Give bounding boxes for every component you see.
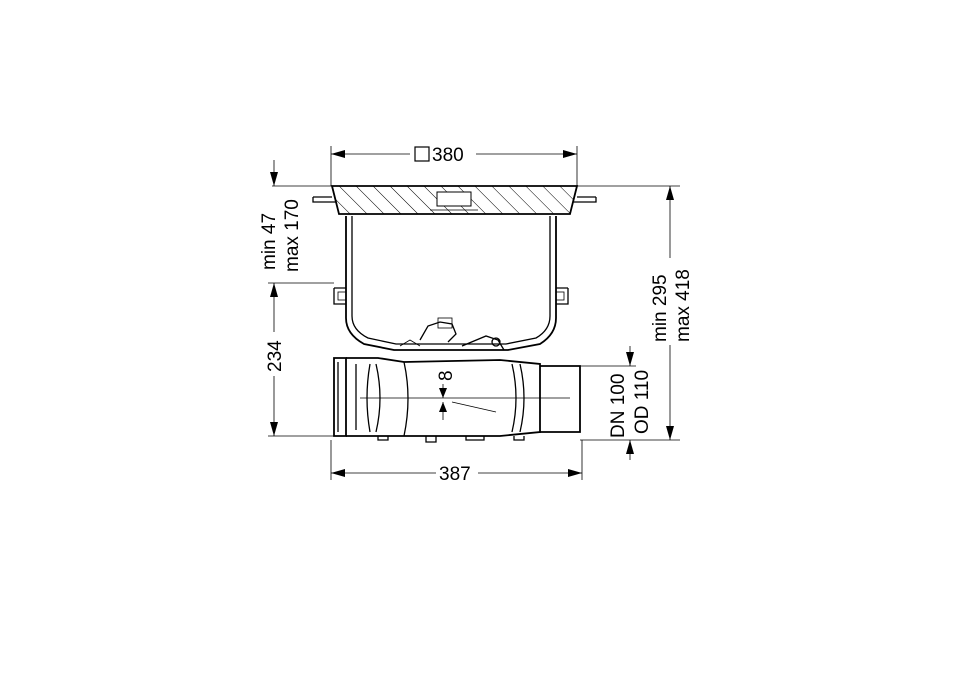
- dim-offset-label: 8: [436, 370, 457, 381]
- dim-left-upper-max: max 170: [282, 199, 303, 272]
- dim-left-upper-min: min 47: [259, 213, 280, 270]
- dim-offset: 8: [436, 370, 457, 420]
- dim-right-min: min 295: [650, 274, 671, 342]
- dim-right-max: max 418: [673, 269, 694, 342]
- dim-right-height: min 295 max 418: [577, 185, 694, 441]
- dim-left-lower: 234: [265, 282, 334, 437]
- pipe: [333, 357, 581, 443]
- dim-left-upper: min 47 max 170: [259, 160, 332, 272]
- drain-body: [312, 185, 597, 351]
- dim-bottom-width-label: 387: [439, 464, 471, 485]
- grate-center-outlet: [436, 191, 472, 207]
- dim-pipe-dn: DN 100: [608, 374, 629, 438]
- dim-top-width-label: 380: [432, 145, 464, 166]
- square-symbol: [414, 146, 430, 162]
- dim-pipe-od: OD 110: [632, 370, 653, 434]
- dim-bottom-width: 387: [330, 440, 583, 485]
- dim-top-width: 380: [330, 145, 578, 186]
- dim-pipe-diameter: DN 100 OD 110: [580, 346, 653, 460]
- dim-left-lower-label: 234: [265, 340, 286, 372]
